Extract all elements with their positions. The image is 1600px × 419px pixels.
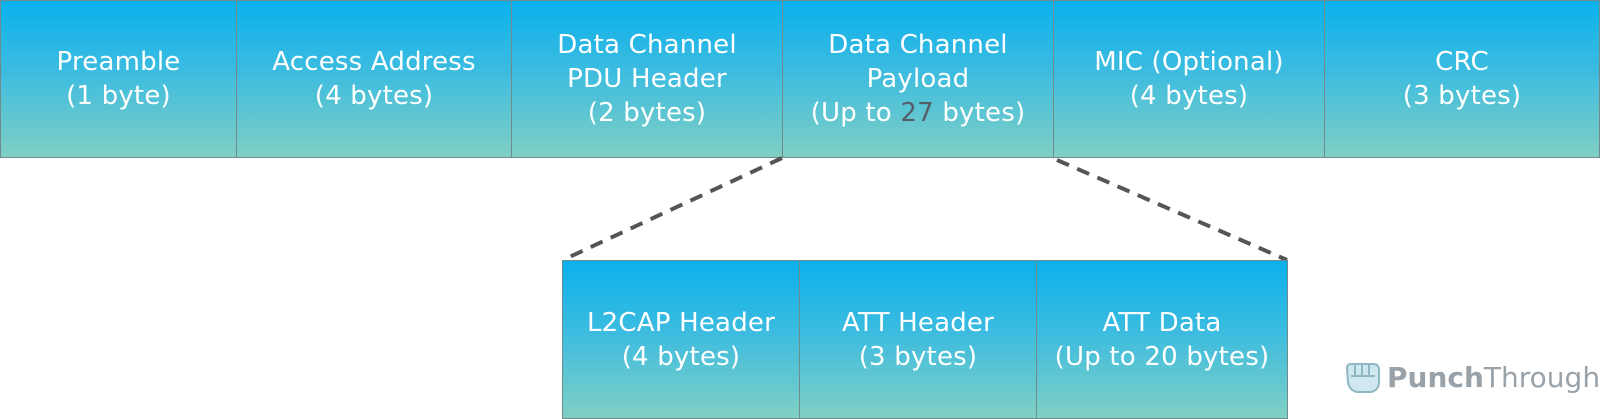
field-size: (3 bytes) — [1402, 81, 1522, 111]
field-size: (3 bytes) — [858, 341, 978, 372]
fist-icon — [1345, 363, 1380, 393]
pdu-header-field: Data Channel PDU Header (2 bytes) — [511, 0, 783, 158]
size-number: 27 — [900, 98, 934, 128]
preamble-field: Preamble (1 byte) — [0, 0, 237, 158]
field-name-line-1: Data Channel — [828, 30, 1008, 60]
payload-field: Data Channel Payload (Up to 27 bytes) — [782, 0, 1054, 158]
field-size: (Up to 20 bytes) — [1054, 341, 1270, 372]
size-prefix: (Up to — [810, 98, 901, 128]
att-data-field: ATT Data (Up to 20 bytes) — [1036, 260, 1288, 419]
logo-text-bold: Punch — [1387, 361, 1484, 394]
field-size: (2 bytes) — [587, 98, 707, 128]
field-name: ATT Header — [841, 307, 994, 338]
field-size: (4 bytes) — [1129, 81, 1249, 111]
field-name: CRC — [1435, 47, 1489, 77]
field-name: Access Address — [272, 47, 476, 77]
logo-text-regular: Through — [1483, 361, 1600, 394]
size-suffix: bytes) — [933, 98, 1026, 128]
left-connector-line — [562, 156, 783, 262]
field-size: (1 byte) — [66, 81, 171, 111]
field-name: L2CAP Header — [587, 307, 775, 338]
right-connector-line — [1056, 158, 1288, 262]
field-size: (4 bytes) — [621, 341, 741, 372]
field-name-line-2: Payload — [866, 64, 970, 94]
l2cap-header-field: L2CAP Header (4 bytes) — [562, 260, 800, 419]
field-size: (Up to 27 bytes) — [811, 96, 1026, 130]
mic-field: MIC (Optional) (4 bytes) — [1053, 0, 1325, 158]
field-name-line-2: PDU Header — [567, 64, 727, 94]
field-size: (4 bytes) — [314, 81, 434, 111]
crc-field: CRC (3 bytes) — [1324, 0, 1600, 158]
field-name-line-1: Data Channel — [557, 30, 737, 60]
field-name: ATT Data — [1102, 307, 1222, 338]
att-header-field: ATT Header (3 bytes) — [799, 260, 1037, 419]
field-name: Preamble — [56, 47, 181, 77]
field-name: MIC (Optional) — [1094, 47, 1284, 77]
